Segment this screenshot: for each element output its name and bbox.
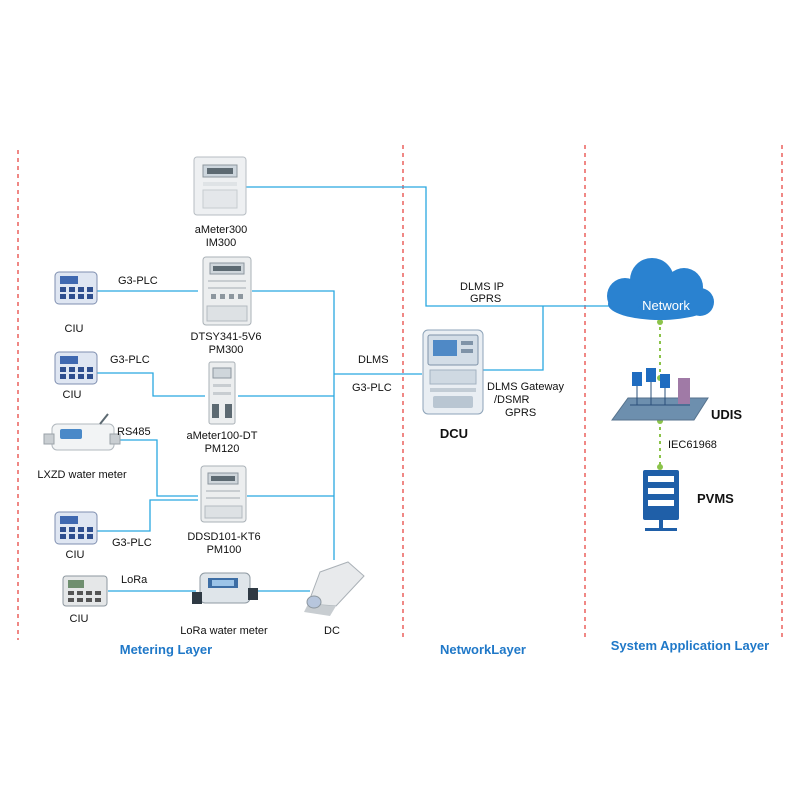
ciu-icon [54,351,98,385]
udis-network-icon [611,368,709,421]
rs485-label: RS485 [117,426,151,438]
dtsy-name: DTSY341-5V6 [191,331,262,343]
ameter300-name: aMeter300 [195,224,248,236]
ddsd-name: DDSD101-KT6 [187,531,260,543]
link-dot [657,464,663,470]
lora-label: LoRa [121,574,148,586]
dcu-icon [422,329,484,415]
dcu-label: DCU [440,426,468,441]
ciu1-label: CIU [65,323,84,335]
network-cloud-icon [607,258,714,320]
dlms-gateway-label: DLMS Gateway [487,381,565,393]
dtsy-model: PM300 [209,344,244,356]
ciu-icon [54,271,98,305]
link-labels: G3-PLC G3-PLC RS485 G3-PLC LoRa DLMS G3-… [110,275,717,586]
dsmr-label: /DSMR [494,394,530,406]
link-ciu2 [97,372,205,397]
gprs-dcu-label: GPRS [505,407,536,419]
gprs-top-label: GPRS [470,293,501,305]
iec-label: IEC61968 [668,439,717,451]
g3plc-label-2: G3-PLC [110,354,150,366]
dtsy341-icon [202,256,252,326]
ciu-icon [54,511,98,545]
application-layer-title: System Application Layer [611,638,769,653]
connection-lines [97,186,612,592]
g3plc-dc-label: G3-PLC [352,382,392,394]
ameter300-icon [193,156,247,216]
ciu4-label: CIU [70,613,89,625]
ciu3-label: CIU [66,549,85,561]
g3plc-label-1: G3-PLC [118,275,158,287]
layer-dividers [17,145,783,640]
ciu2-label: CIU [63,389,82,401]
dc-label: DC [324,625,340,637]
ameter100-name: aMeter100-DT [187,430,258,442]
ddsd101-icon [200,465,247,523]
lora-water-meter-icon [192,572,258,604]
lora-meter-label: LoRa water meter [180,625,268,637]
link-dot [657,319,663,325]
dlms-ip-label: DLMS IP [460,281,504,293]
g3plc-label-3: G3-PLC [112,537,152,549]
ameter100-model: PM120 [205,443,240,455]
udis-label: UDIS [711,407,742,422]
link-dtsy-bus [252,290,335,560]
dc-icon [304,561,365,616]
link-ciu3 [97,499,198,532]
ddsd-model: PM100 [207,544,242,556]
pvms-server-icon [643,470,679,531]
pvms-label: PVMS [697,491,734,506]
ameter100-icon [208,361,236,425]
lxzd-label: LXZD water meter [37,469,127,481]
metering-layer-title: Metering Layer [120,642,212,657]
device-labels: aMeter300 IM300 DTSY341-5V6 PM300 aMeter… [37,224,690,637]
lxzd-water-meter-icon [43,413,121,451]
link-lxzd [115,439,198,497]
layer-titles: Metering Layer NetworkLayer System Appli… [120,638,769,657]
network-label: Network [642,298,690,313]
network-layer-title: NetworkLayer [440,642,526,657]
dlms-label: DLMS [358,354,389,366]
ciu-lora-icon [62,575,108,607]
link-ameter300-to-network [245,186,612,307]
ameter300-model: IM300 [206,237,237,249]
link-dcu-to-network [483,306,544,371]
